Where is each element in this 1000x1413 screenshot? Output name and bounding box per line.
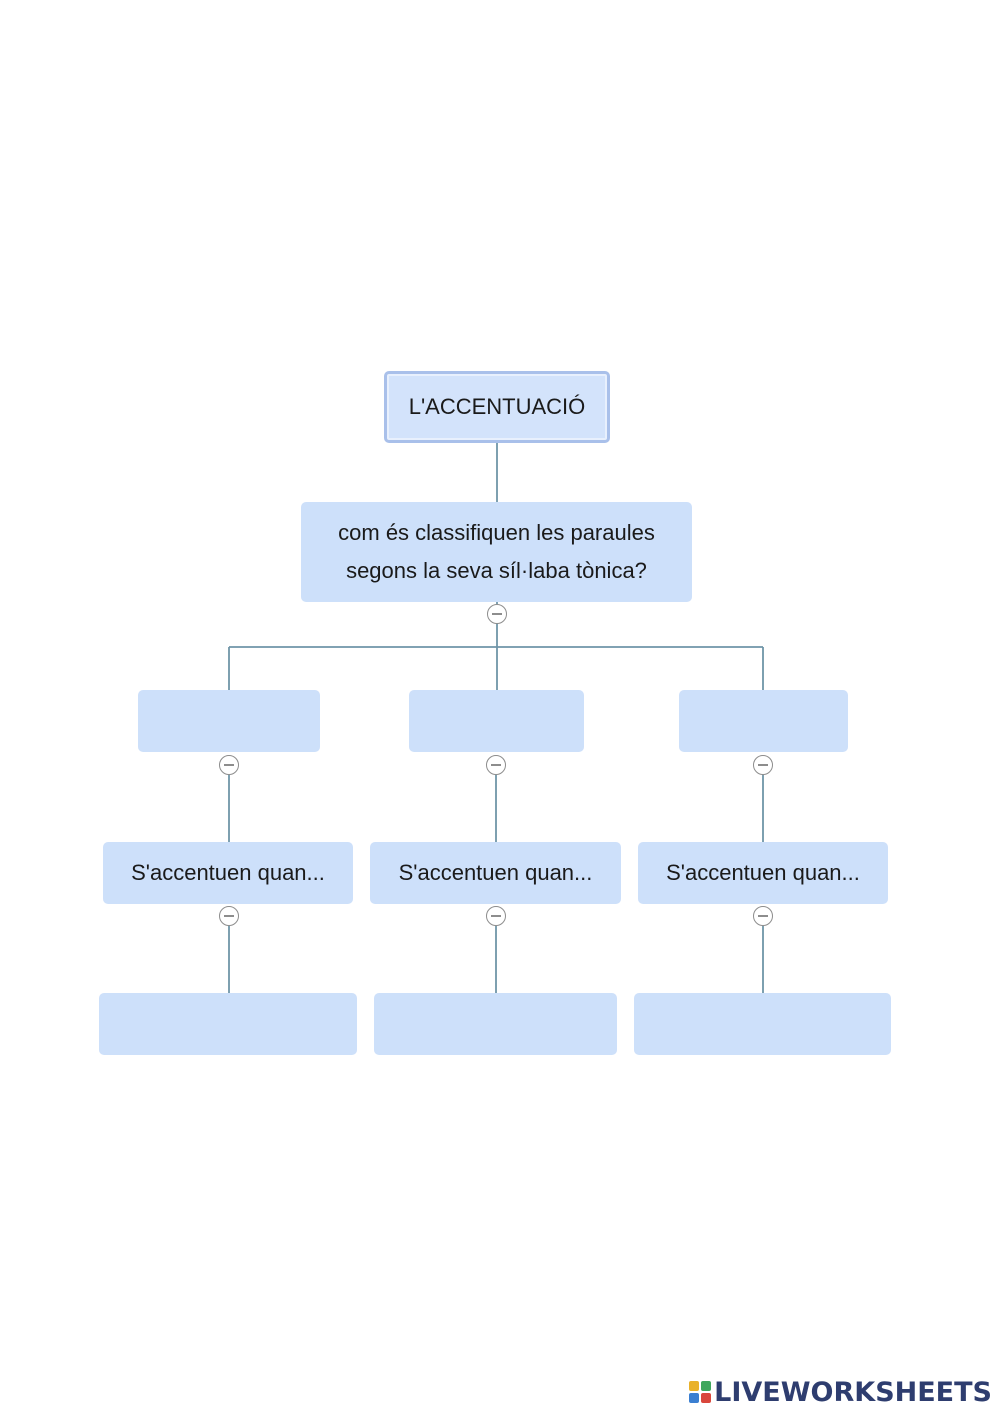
collapse-icon[interactable] [753,755,773,775]
rule-label: S'accentuen quan... [131,860,325,885]
answer-box-2[interactable] [374,993,617,1055]
rule-node-3: S'accentuen quan... [638,842,888,904]
collapse-icon[interactable] [487,604,507,624]
answer-box-1[interactable] [99,993,357,1055]
category-box-2[interactable] [409,690,584,752]
brand-name: LIVEWORKSHEETS [714,1376,992,1408]
liveworksheets-logo-icon [689,1381,712,1403]
liveworksheets-brand: LIVEWORKSHEETS [689,1376,992,1408]
root-node: L'ACCENTUACIÓ [384,371,610,443]
category-box-1[interactable] [138,690,320,752]
rule-node-2: S'accentuen quan... [370,842,621,904]
question-line-2: segons la seva síl·laba tònica? [346,558,647,583]
collapse-icon[interactable] [486,906,506,926]
collapse-icon[interactable] [486,755,506,775]
collapse-icon[interactable] [219,755,239,775]
rule-label: S'accentuen quan... [666,860,860,885]
question-line-1: com és classifiquen les paraules [338,520,655,545]
answer-box-3[interactable] [634,993,891,1055]
collapse-icon[interactable] [219,906,239,926]
category-box-3[interactable] [679,690,848,752]
root-label: L'ACCENTUACIÓ [408,394,586,419]
rule-node-1: S'accentuen quan... [103,842,353,904]
question-node: com és classifiquen les paraules segons … [301,502,692,602]
collapse-icon[interactable] [753,906,773,926]
rule-label: S'accentuen quan... [398,860,593,885]
